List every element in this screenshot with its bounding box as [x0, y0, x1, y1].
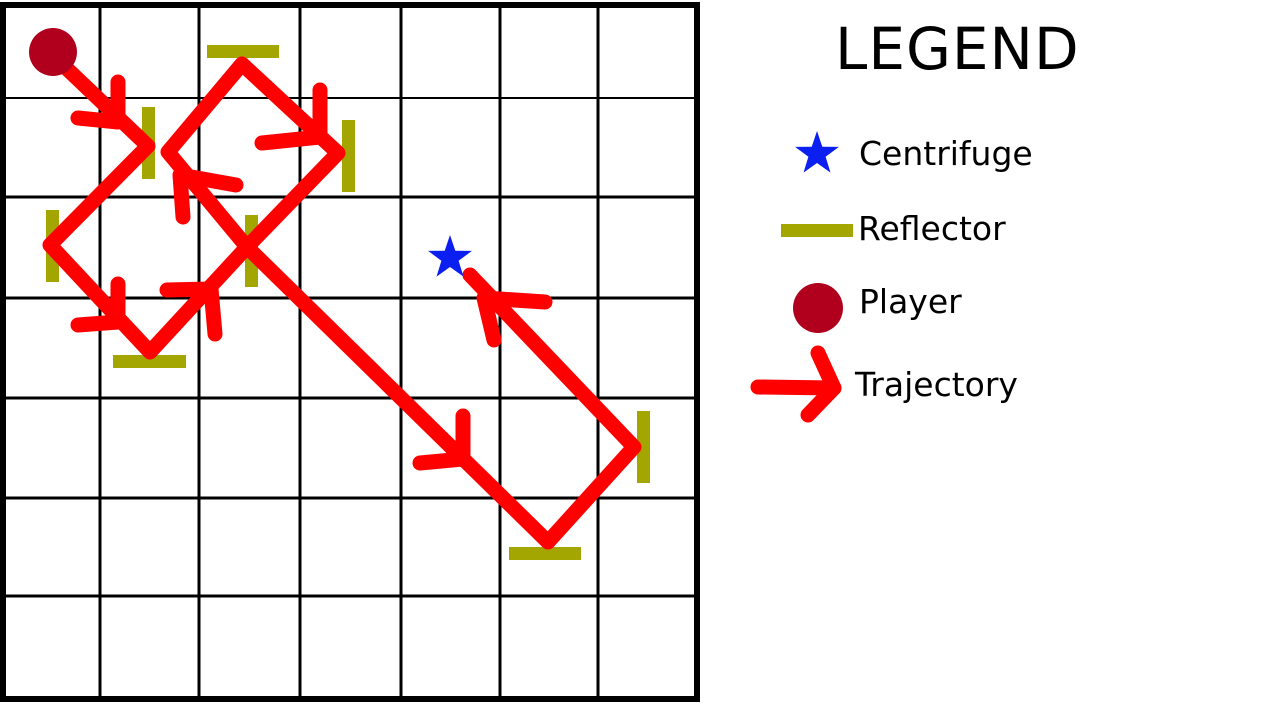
reflector: [637, 411, 650, 483]
legend: LEGEND Centrifuge Reflector Player Traje…: [700, 0, 1280, 720]
reflector: [207, 45, 279, 58]
player-marker: [29, 28, 77, 76]
legend-item-trajectory: Trajectory: [700, 345, 1280, 423]
star-icon: [795, 131, 839, 173]
reflectors: [46, 45, 650, 560]
reflector: [342, 120, 355, 192]
arrow-icon: [750, 345, 842, 423]
grid-lines: [0, 2, 700, 702]
reflector: [113, 355, 186, 368]
trajectory-path: [42, 56, 642, 550]
legend-item-reflector: Reflector: [700, 200, 1280, 260]
legend-label-centrifuge: Centrifuge: [859, 134, 1033, 173]
legend-label-reflector: Reflector: [858, 209, 1006, 248]
centrifuge-marker: [428, 235, 472, 277]
legend-label-trajectory: Trajectory: [855, 365, 1018, 404]
legend-item-centrifuge: Centrifuge: [700, 125, 1280, 185]
bar-icon: [781, 224, 853, 237]
legend-item-player: Player: [700, 278, 1280, 338]
legend-title: LEGEND: [835, 15, 1080, 83]
reflector: [509, 547, 581, 560]
circle-icon: [793, 283, 843, 333]
game-board: [0, 2, 700, 702]
legend-label-player: Player: [859, 282, 962, 321]
